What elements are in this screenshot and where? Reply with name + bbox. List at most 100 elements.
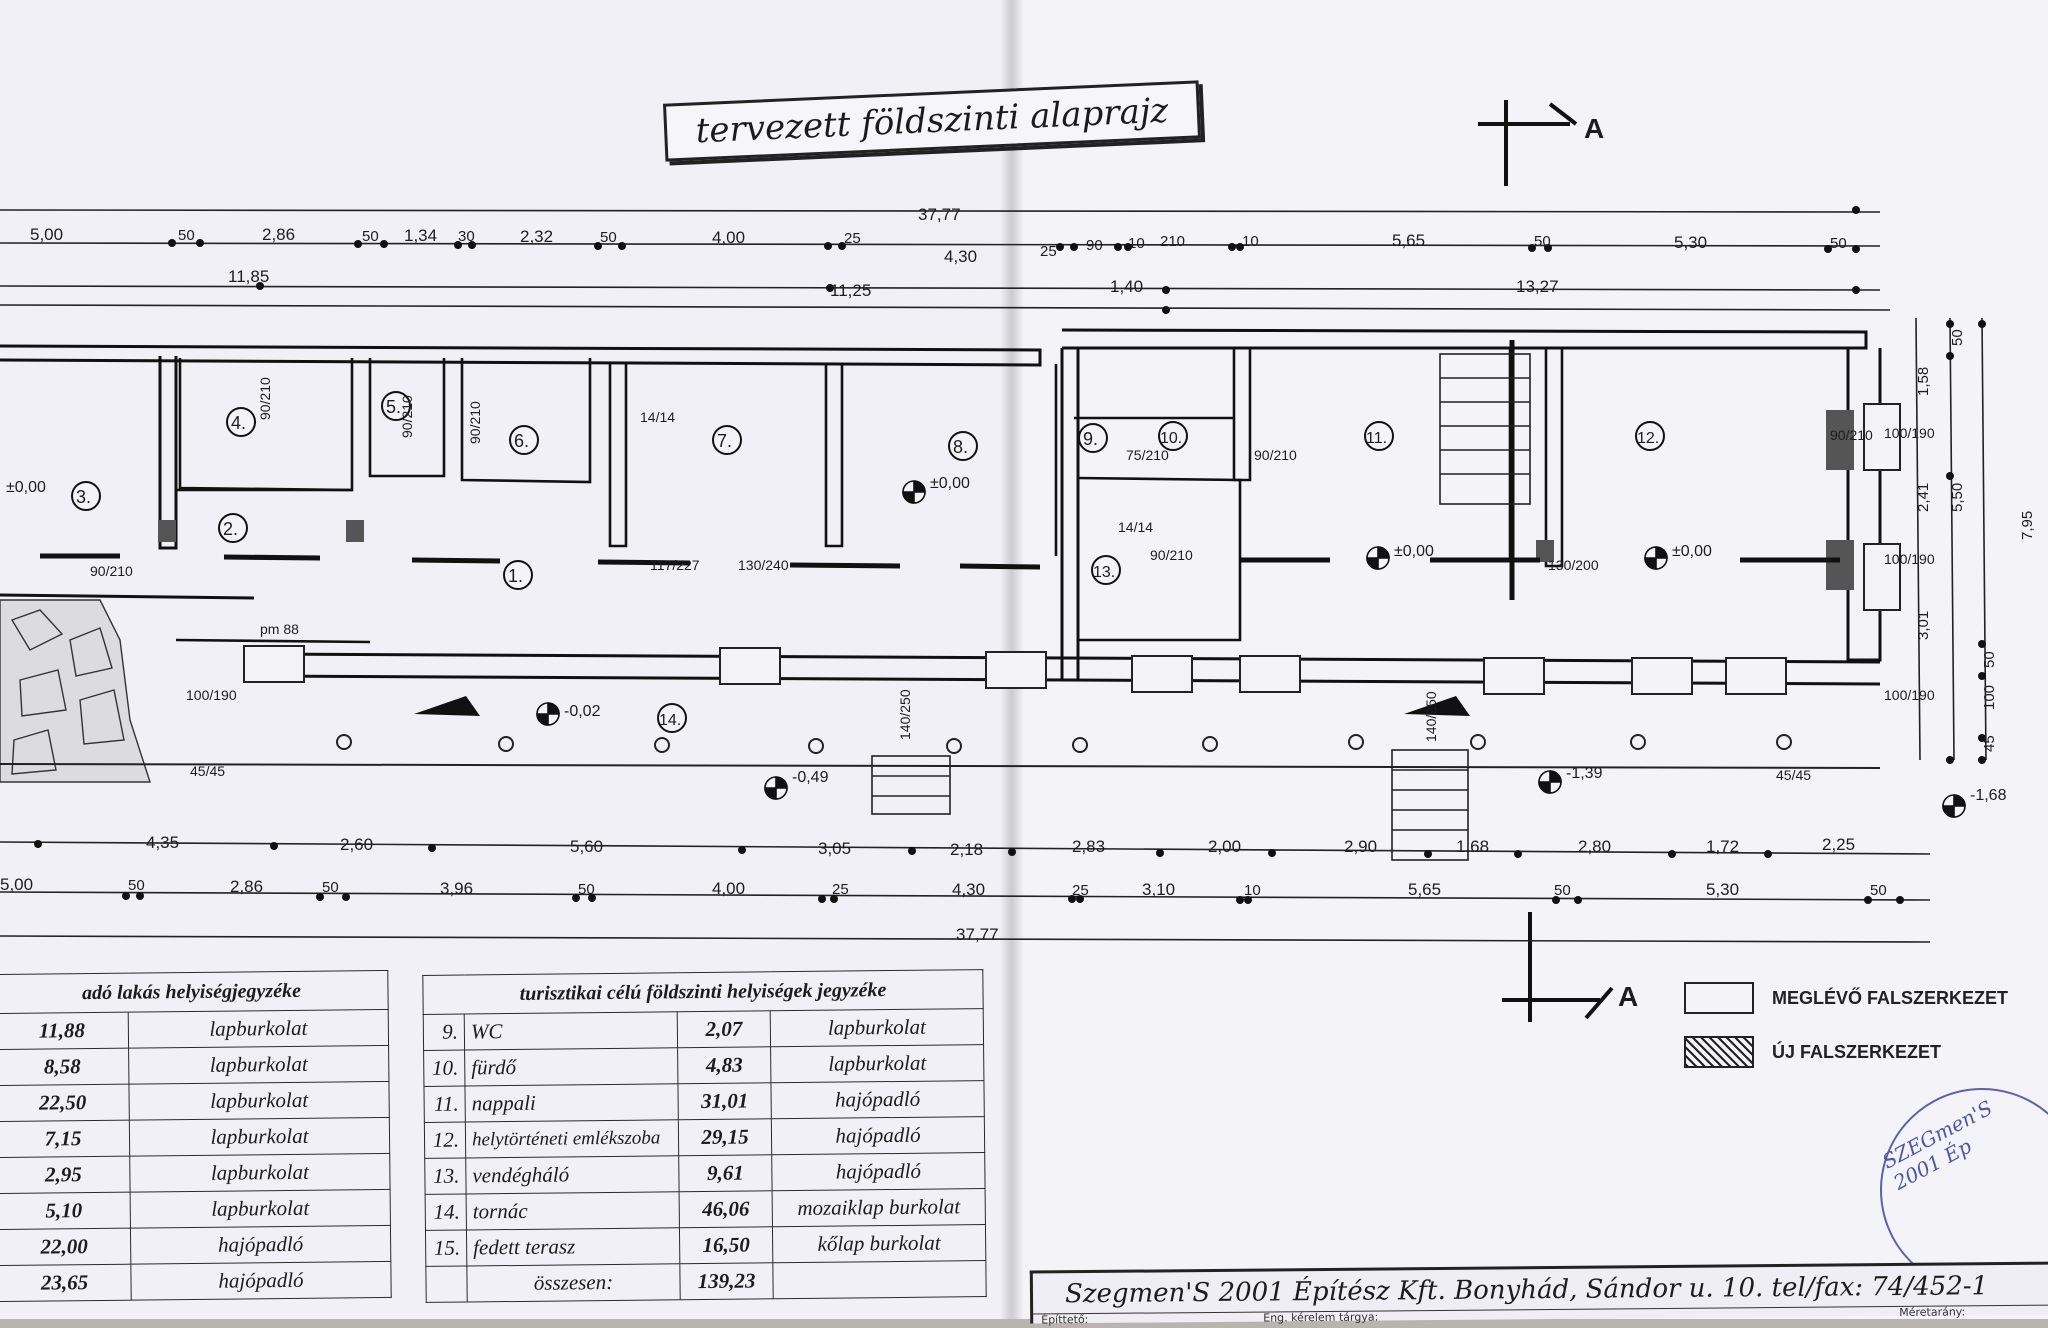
title-block: Szegmen'S 2001 Építész Kft. Bonyhád, Sán… [1029,1261,2048,1327]
table-cell-floor: lapburkolat [128,1009,389,1049]
dim-top-12: 90 [1086,237,1103,254]
room-10: 10. [1160,430,1182,447]
door-mark-13: 100/190 [1884,687,1935,703]
firm-name: Szegmen'S 2001 Építész Kft. Bonyhád, Sán… [1064,1271,1989,1310]
dim-bottom-r2-4: 3,96 [440,879,473,898]
legend-new-wall: ÚJ FALSZERKEZET [1684,1036,1941,1068]
dim-top-9: 25 [844,230,861,247]
dim-top-15: 10 [1242,233,1259,250]
dim-bottom-r2-6: 4,00 [712,879,745,898]
level-7: -1,68 [1970,787,2007,804]
table-cell-floor: lapburkolat [770,1008,984,1047]
dim-total-top: 37,77 [918,205,961,224]
table-cell-area: 31,01 [677,1082,772,1120]
table-cell-area: 22,50 [0,1084,130,1122]
section-marker-top [1478,100,1578,186]
field-builder: Építtető: [1041,1313,1089,1327]
table-cell-area: 22,00 [0,1228,131,1266]
table-cell-area: 16,50 [679,1226,773,1264]
dim-bottom-r2-10: 3,10 [1142,880,1175,899]
dim-top-7: 50 [600,229,617,246]
dim-bottom-2: 5,60 [570,837,603,856]
table-cell-area: 2,95 [0,1156,131,1194]
table-cell-no: 12. [424,1122,466,1159]
door-mark-8: 130/240 [738,557,789,573]
legend-swatch-existing [1684,982,1754,1014]
room-3: 3. [76,487,91,507]
table-cell-name: fedett terasz [466,1227,680,1266]
legend-existing-wall: MEGLÉVŐ FALSZERKEZET [1684,982,2008,1014]
dim-sub-140: 1,40 [1110,277,1143,296]
door-mark-7: 90/210 [1830,427,1873,443]
dim-top-19: 50 [1830,235,1847,252]
dim-bottom-r2-1: 50 [128,877,145,894]
interior-walls [175,348,1564,644]
table-cell-area: 5,10 [0,1192,131,1230]
door-mark-9: 117/227 [650,557,700,573]
left-table-heading: adó lakás helyiségjegyzéke [0,970,389,1014]
porch-columns [0,734,1881,769]
dim-bottom-6: 2,00 [1208,837,1241,856]
dim-top-0: 5,00 [30,225,63,244]
level-1: ±0,00 [1394,543,1434,560]
stairs [871,353,1531,861]
dim-bottom-r2-2: 2,86 [230,877,263,896]
dim-right-7: 5,50 [1949,483,1966,512]
dim-right-0: 50 [1949,329,1966,346]
dim-right-5: 100 [1981,685,1998,710]
door-mark-11: 100/190 [186,687,237,703]
dim-bottom-r2-3: 50 [322,879,339,896]
legend-label-existing: MEGLÉVŐ FALSZERKEZET [1772,987,2009,1008]
dim-top-1: 50 [178,227,195,244]
table-cell-floor: lapburkolat [129,1153,391,1193]
hatched-new-walls [158,410,1854,590]
table-cell-no: 13. [424,1158,467,1195]
table-cell-no: 15. [425,1229,467,1267]
table-cell-area: 9,61 [678,1154,773,1192]
level-markers [536,480,1966,818]
level-4: -0,02 [564,703,601,720]
legend-swatch-new [1684,1036,1754,1068]
table-cell-name: WC [464,1011,678,1051]
table-cell-floor: kőlap burkolat [772,1224,986,1263]
dim-bottom-r2-15: 50 [1870,882,1887,899]
room-6: 6. [514,431,529,451]
dim-top-2: 2,86 [262,225,295,244]
dimension-lines-bottom [0,841,1931,943]
table-cell-floor: mozaiklap burkolat [772,1188,986,1227]
dim-bottom-8: 1,68 [1456,837,1489,856]
dim-bottom-r2-9: 25 [1072,882,1089,899]
dim-top-11: 25 [1040,243,1057,260]
room-8: 8. [953,437,968,457]
door-mark-15: 140/250 [897,689,913,740]
dim-top-17: 50 [1534,233,1551,250]
dim-bottom-r2-14: 5,30 [1706,880,1739,899]
door-mark-0: 90/210 [257,377,273,420]
door-mark-16: 140/250 [1423,691,1439,742]
dim-sub-right: 13,27 [1516,277,1559,296]
table-cell-floor: hajópadló [771,1116,985,1155]
dimension-ticks-top [168,206,1860,314]
level-3: ±0,00 [6,479,46,496]
dim-top-4: 1,34 [404,226,437,245]
dim-bottom-r2-13: 50 [1554,882,1571,899]
dim-top-13: 10 [1128,235,1145,252]
dim-sub-left: 11,85 [228,267,269,286]
section-cut-line [40,340,1840,600]
dim-bottom-7: 2,90 [1344,837,1377,856]
table-cell-floor: hajópadló [771,1152,986,1191]
field-scale: Méretarány: [1899,1305,1966,1319]
room-circles [71,391,1665,733]
table-cell-area: 7,15 [0,1120,130,1158]
dim-bottom-1: 2,60 [340,835,373,854]
room-7: 7. [717,431,732,451]
table-cell-floor: lapburkolat [770,1044,984,1083]
